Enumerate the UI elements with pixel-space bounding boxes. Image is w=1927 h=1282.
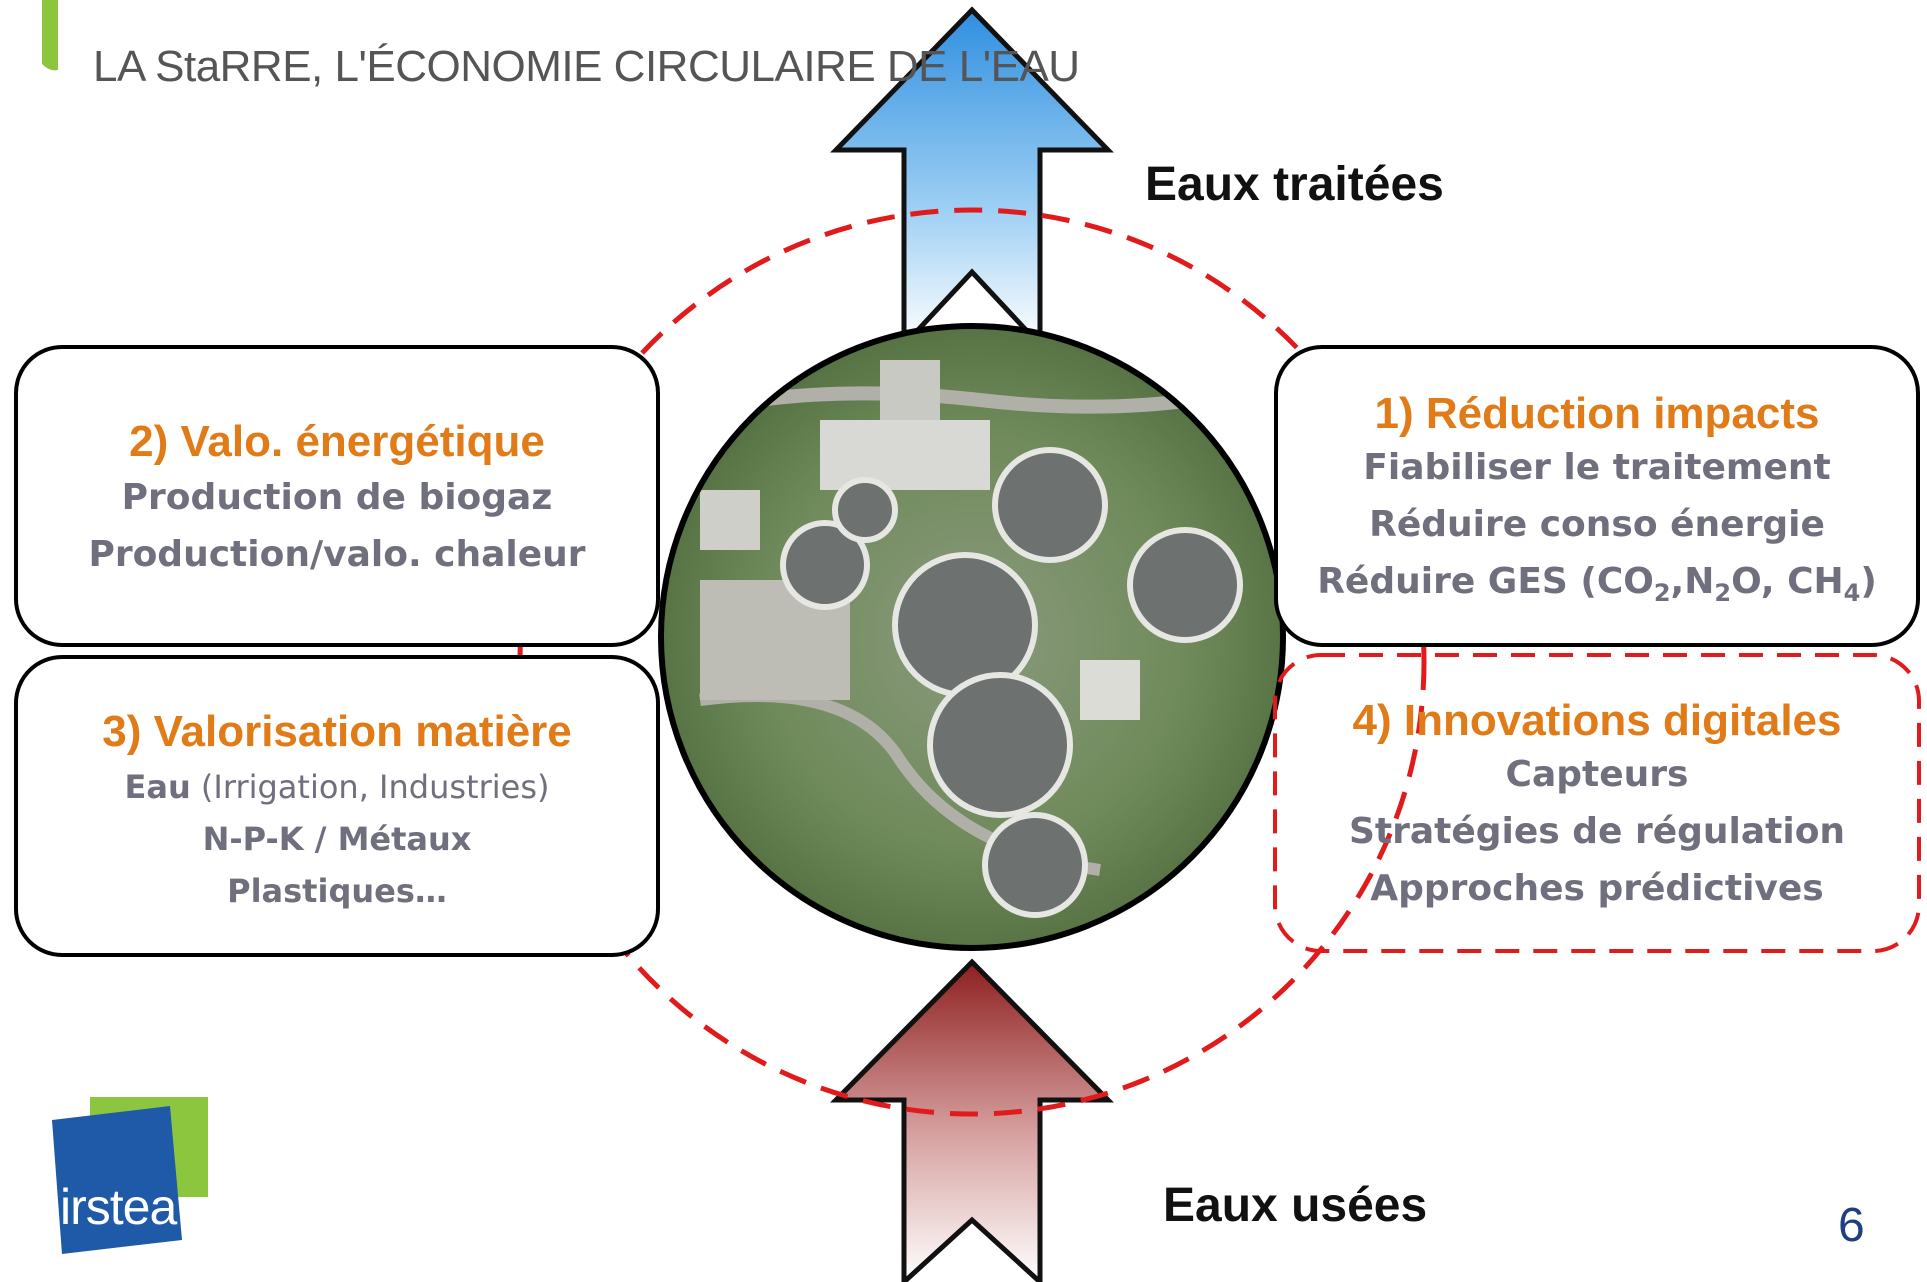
impacts-line-1: Fiabiliser le traitement: [1363, 447, 1831, 488]
matter-valorisation-box: 3) Valorisation matière Eau (Irrigation,…: [14, 655, 660, 957]
wastewater-arrow: [830, 958, 1114, 1282]
matter-water-uses: (Irrigation, Industries): [190, 768, 550, 806]
ges-prefix: Réduire GES (CO: [1317, 561, 1654, 602]
ges-sub-co2: 2: [1653, 579, 1671, 608]
energy-valorisation-box: 2) Valo. énergétique Production de bioga…: [14, 345, 660, 647]
wastewater-label: Eaux usées: [1163, 1179, 1428, 1232]
digital-box-dashed-border: [1273, 653, 1921, 953]
energy-line-2: Production/valo. chaleur: [88, 534, 586, 575]
matter-line-plastics: Plastiques…: [227, 872, 447, 910]
treated-water-arrow: [830, 6, 1114, 352]
matter-line-water: Eau (Irrigation, Industries): [18, 761, 656, 813]
ges-sub-ch4: 4: [1843, 579, 1861, 608]
ges-mid-1: ,N: [1670, 561, 1715, 602]
digital-line-3: Approches prédictives: [1370, 868, 1824, 909]
ges-mid-2: O, CH: [1731, 561, 1844, 602]
irstea-logo: [52, 1097, 208, 1254]
treatment-plant-photo: [661, 326, 1283, 948]
page-number: 6: [1838, 1199, 1865, 1252]
matter-water-bold: Eau: [124, 768, 191, 806]
logo-text: irstea: [60, 1179, 177, 1235]
corner-accent: [42, 0, 58, 71]
impacts-line-2: Réduire conso énergie: [1369, 504, 1825, 545]
digital-line-2: Stratégies de régulation: [1348, 811, 1846, 852]
treated-water-label: Eaux traitées: [1145, 158, 1444, 211]
energy-box-title: 2) Valo. énergétique: [129, 417, 545, 466]
impacts-box-title: 1) Réduction impacts: [1374, 389, 1820, 438]
digital-box-title: 4) Innovations digitales: [1352, 696, 1842, 745]
impacts-line-ges: Réduire GES (CO2,N2O, CH4): [1278, 553, 1916, 622]
digital-innovations-box: 4) Innovations digitales Capteurs Straté…: [1272, 652, 1922, 954]
energy-line-1: Production de biogaz: [121, 477, 553, 518]
ges-suffix: ): [1860, 561, 1877, 602]
impact-reduction-box: 1) Réduction impacts Fiabiliser le trait…: [1274, 345, 1920, 647]
matter-box-title: 3) Valorisation matière: [102, 707, 572, 756]
digital-line-1: Capteurs: [1505, 754, 1689, 795]
slide-title: LA StaRRE, L'ÉCONOMIE CIRCULAIRE DE L'EA…: [93, 42, 1080, 91]
matter-line-npk: N-P-K / Métaux: [202, 820, 472, 858]
ges-sub-n2o: 2: [1714, 579, 1732, 608]
